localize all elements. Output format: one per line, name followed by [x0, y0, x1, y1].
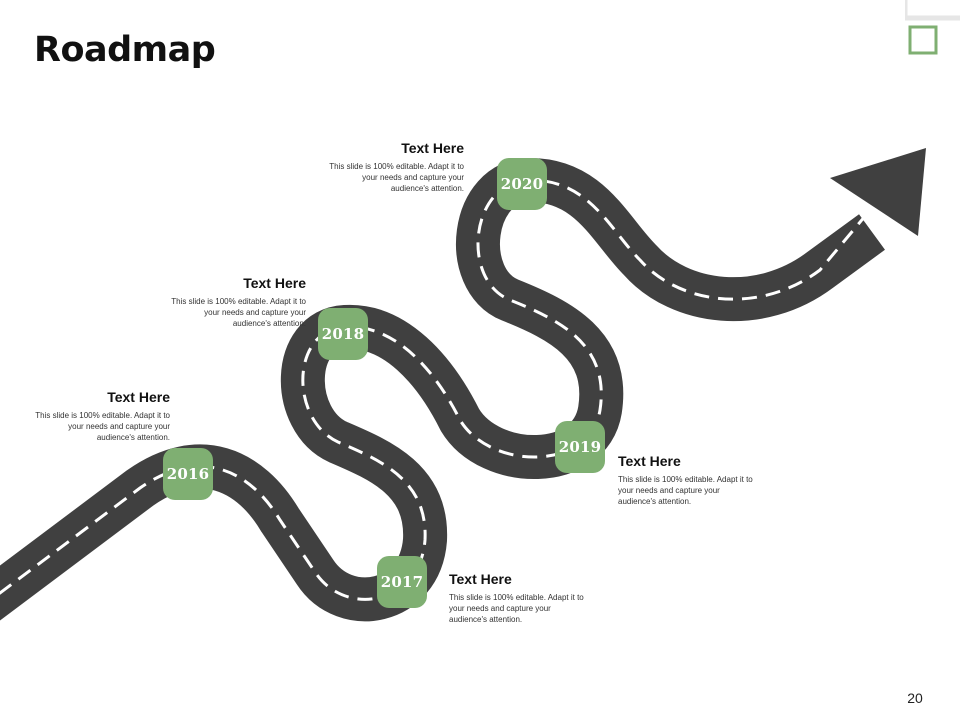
- milestone-badge-2019: 2019: [555, 421, 605, 473]
- slide-title: Roadmap: [34, 30, 216, 70]
- milestone-description: This slide is 100% editable. Adapt it to…: [449, 593, 584, 624]
- badge-year: 2020: [500, 175, 544, 193]
- milestone-description: This slide is 100% editable. Adapt it to…: [329, 162, 464, 193]
- badge-year: 2018: [321, 325, 365, 343]
- badge-year: 2016: [166, 465, 210, 483]
- milestone-heading: Text Here: [243, 275, 306, 291]
- milestone-text-2016: Text Here This slide is 100% editable. A…: [30, 389, 170, 443]
- milestone-badge-2017: 2017: [377, 556, 427, 608]
- corner-square-icon: [905, 0, 960, 55]
- milestone-heading: Text Here: [449, 571, 512, 587]
- milestone-text-2019: Text Here This slide is 100% editable. A…: [618, 453, 758, 507]
- milestone-text-2017: Text Here This slide is 100% editable. A…: [449, 571, 589, 625]
- milestone-text-2020: Text Here This slide is 100% editable. A…: [324, 140, 464, 194]
- milestone-badge-2016: 2016: [163, 448, 213, 500]
- badge-year: 2017: [380, 573, 424, 591]
- badge-year: 2019: [558, 438, 602, 456]
- milestone-heading: Text Here: [618, 453, 681, 469]
- milestone-description: This slide is 100% editable. Adapt it to…: [35, 411, 170, 442]
- milestone-description: This slide is 100% editable. Adapt it to…: [618, 475, 753, 506]
- page-number: 20: [907, 690, 923, 706]
- corner-frame-line: [905, 0, 960, 21]
- milestone-badge-2018: 2018: [318, 308, 368, 360]
- milestone-text-2018: Text Here This slide is 100% editable. A…: [166, 275, 306, 329]
- arrow-head-icon: [830, 148, 926, 236]
- milestone-badge-2020: 2020: [497, 158, 547, 210]
- milestone-heading: Text Here: [107, 389, 170, 405]
- milestone-heading: Text Here: [401, 140, 464, 156]
- milestone-description: This slide is 100% editable. Adapt it to…: [171, 297, 306, 328]
- corner-accent-square: [908, 25, 938, 55]
